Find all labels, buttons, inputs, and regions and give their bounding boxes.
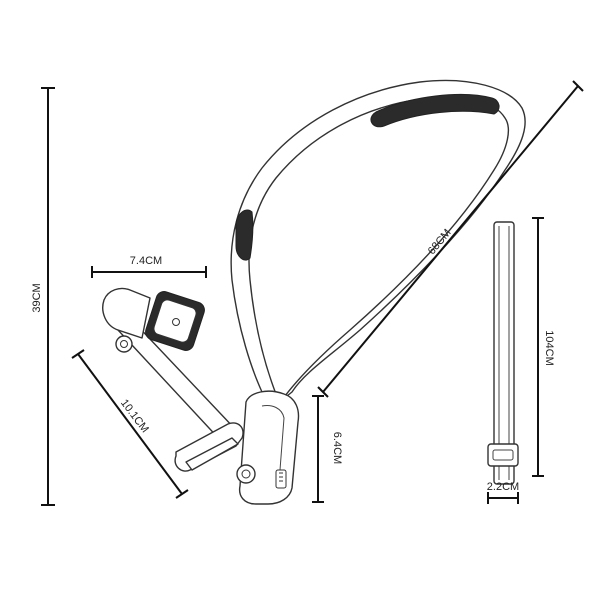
base-mount [236, 390, 300, 505]
dim-base-height: 6.4CM [312, 395, 343, 503]
dim-clamp-width: 7.4CM [91, 255, 207, 278]
dim-strap-width: 2.2CM [487, 481, 519, 504]
dim-strap-width-label: 2.2CM [487, 481, 519, 493]
neck-cushion-side [235, 209, 254, 261]
dim-clamp-width-label: 7.4CM [130, 255, 162, 267]
strap [487, 221, 519, 485]
dim-strap-length: 104CM [532, 217, 555, 477]
neck-band [230, 79, 526, 401]
dim-total-height-label: 39CM [31, 283, 43, 312]
clamp-pad [145, 291, 205, 351]
neck-cushion-upper [370, 93, 500, 128]
dim-strap-length-label: 104CM [543, 330, 555, 365]
dim-base-height-label: 6.4CM [331, 432, 343, 464]
dim-total-height: 39CM [31, 87, 55, 506]
charging-port [275, 469, 287, 489]
phone-clamp [102, 287, 244, 472]
